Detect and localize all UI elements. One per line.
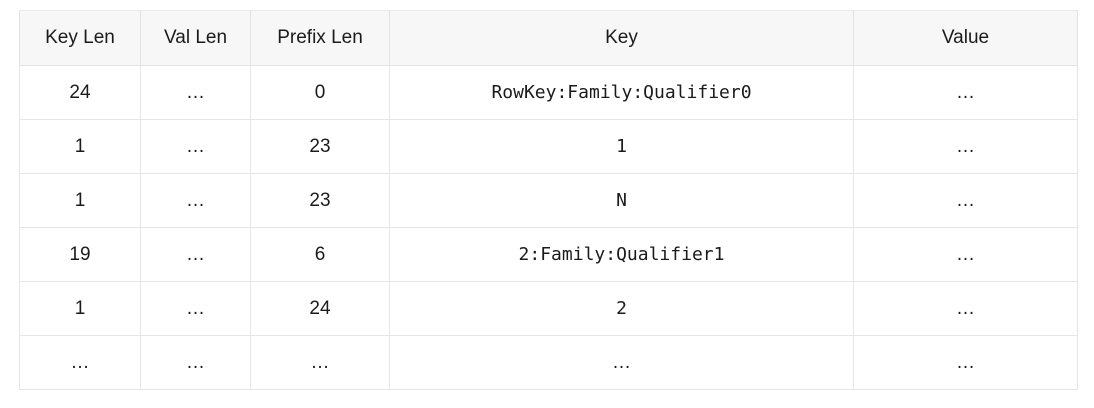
cell-key-len: …	[19, 335, 141, 390]
cell-val-len: …	[140, 65, 251, 120]
cell-key-len: 1	[19, 173, 141, 228]
cell-key: 1	[389, 119, 854, 174]
column-header-key-len: Key Len	[19, 10, 141, 66]
cell-val-len: …	[140, 227, 251, 282]
cell-val-len: …	[140, 281, 251, 336]
table-body: 24 … 0 RowKey:Family:Qualifier0 … 1 … 23…	[19, 65, 1078, 390]
table-row: 24 … 0 RowKey:Family:Qualifier0 …	[19, 65, 1078, 120]
cell-key-len: 24	[19, 65, 141, 120]
column-header-value: Value	[853, 10, 1078, 66]
cell-value: …	[853, 281, 1078, 336]
cell-value: …	[853, 65, 1078, 120]
cell-key: 2:Family:Qualifier1	[389, 227, 854, 282]
cell-key: N	[389, 173, 854, 228]
cell-prefix-len: 23	[250, 119, 390, 174]
cell-prefix-len: 0	[250, 65, 390, 120]
column-header-val-len: Val Len	[140, 10, 251, 66]
key-value-table-container: Key Len Val Len Prefix Len Key Value 24 …	[19, 10, 1078, 394]
cell-key: 2	[389, 281, 854, 336]
table-row: 19 … 6 2:Family:Qualifier1 …	[19, 227, 1078, 282]
table-row: 1 … 23 1 …	[19, 119, 1078, 174]
cell-key-len: 1	[19, 281, 141, 336]
cell-value: …	[853, 119, 1078, 174]
table-row: … … … … …	[19, 335, 1078, 390]
cell-value: …	[853, 227, 1078, 282]
table-row: 1 … 23 N …	[19, 173, 1078, 228]
cell-key: …	[389, 335, 854, 390]
cell-key-len: 19	[19, 227, 141, 282]
cell-key-len: 1	[19, 119, 141, 174]
cell-prefix-len: 24	[250, 281, 390, 336]
cell-prefix-len: 6	[250, 227, 390, 282]
table-header: Key Len Val Len Prefix Len Key Value	[19, 10, 1078, 66]
cell-val-len: …	[140, 335, 251, 390]
column-header-prefix-len: Prefix Len	[250, 10, 390, 66]
cell-val-len: …	[140, 119, 251, 174]
table-header-row: Key Len Val Len Prefix Len Key Value	[19, 10, 1078, 66]
table-row: 1 … 24 2 …	[19, 281, 1078, 336]
cell-prefix-len: …	[250, 335, 390, 390]
cell-prefix-len: 23	[250, 173, 390, 228]
cell-key: RowKey:Family:Qualifier0	[389, 65, 854, 120]
key-value-table: Key Len Val Len Prefix Len Key Value 24 …	[19, 10, 1078, 390]
cell-value: …	[853, 173, 1078, 228]
cell-value: …	[853, 335, 1078, 390]
cell-val-len: …	[140, 173, 251, 228]
column-header-key: Key	[389, 10, 854, 66]
